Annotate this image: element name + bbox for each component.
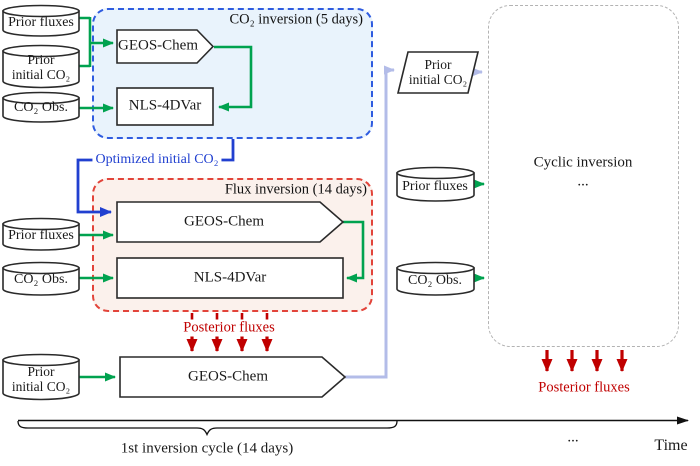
- prior-fluxes-top-cylinder: [2, 4, 80, 37]
- inversion-cycle-brace: [17, 420, 398, 437]
- prior-initial-co2-bottom-label: Prior initial CO₂: [11, 363, 71, 394]
- cyclic-inversion-dots: ...: [577, 173, 589, 190]
- prior-initial-co2-top-cylinder: [2, 44, 80, 89]
- co2-obs-right-cylinder: [396, 261, 475, 296]
- prior-initial-co2-top-label: Prior initial CO₂: [11, 51, 71, 82]
- nls-4dvar-top-label: NLS-4DVar: [128, 97, 202, 114]
- prior-initial-co2-right-label: Prior initial CO₂: [408, 56, 468, 87]
- co2-inversion-box-title: CO₂ inversion (5 days): [229, 11, 363, 28]
- optimized-initial-co2-arrow: [76, 139, 235, 217]
- co2-obs-mid-label: CO₂ Obs.: [14, 272, 68, 287]
- prior-initial-co2-bottom-cylinder: [2, 353, 80, 401]
- prior-fluxes-mid-label: Prior fluxes: [8, 228, 74, 243]
- geos-chem-top-label: GEOS-Chem: [118, 37, 198, 54]
- lavender-cycle-arrows: [345, 65, 483, 379]
- nls-4dvar-flux-shape: [116, 257, 344, 299]
- geos-chem-bottom-label: GEOS-Chem: [188, 368, 268, 385]
- geos-chem-bottom-shape: [119, 356, 347, 398]
- co2-obs-mid-cylinder: [2, 261, 80, 296]
- inversion-cycle-label: 1st inversion cycle (14 days): [120, 440, 294, 457]
- posterior-flux-arrows-right: [541, 350, 628, 372]
- timeline-axis: [17, 416, 689, 437]
- posterior-flux-arrows-left: [186, 313, 273, 352]
- optimized-initial-co2-label: Optimized initial CO₂: [92, 152, 222, 168]
- cyclic-inversion-label: Cyclic inversion: [533, 154, 633, 171]
- geos-chem-top-shape: [116, 29, 215, 64]
- green-input-arrows-flux: [79, 220, 365, 283]
- posterior-fluxes-left-label: Posterior fluxes: [181, 319, 277, 337]
- co2-obs-right-label: CO₂ Obs.: [408, 273, 462, 288]
- cyclic-inversion-box: [488, 5, 679, 347]
- time-axis-label: Time: [654, 437, 688, 454]
- nls-4dvar-flux-label: NLS-4DVar: [193, 269, 267, 286]
- co2-obs-top-cylinder: [2, 91, 80, 123]
- co2-obs-top-label: CO₂ Obs.: [14, 100, 68, 115]
- geos-chem-flux-label: GEOS-Chem: [184, 213, 264, 230]
- timeline-dots: ...: [567, 429, 579, 446]
- green-input-arrows-cyclic: [474, 179, 485, 283]
- prior-fluxes-right-label: Prior fluxes: [402, 179, 468, 194]
- green-input-arrows-top: [79, 16, 253, 113]
- nls-4dvar-top-shape: [116, 87, 214, 126]
- prior-initial-co2-right-parallelogram: [396, 51, 480, 94]
- flux-inversion-box-title: Flux inversion (14 days): [224, 181, 367, 198]
- prior-fluxes-mid-cylinder: [2, 217, 80, 251]
- geos-chem-flux-shape: [116, 201, 345, 243]
- posterior-fluxes-right-label: Posterior fluxes: [536, 379, 632, 397]
- prior-fluxes-right-cylinder: [396, 166, 475, 202]
- prior-fluxes-top-label: Prior fluxes: [8, 15, 74, 30]
